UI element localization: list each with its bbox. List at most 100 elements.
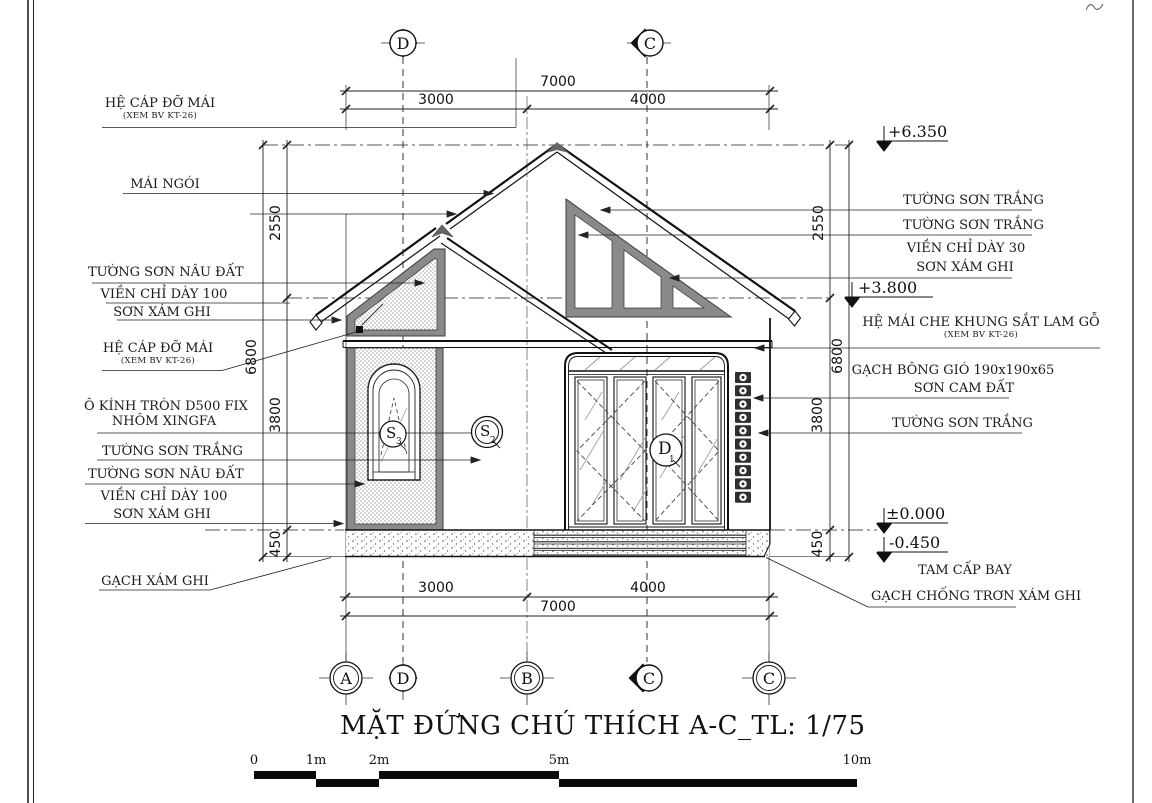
dim-right-s2: 3800 (810, 397, 826, 433)
dim-top-seg1: 3000 (418, 92, 454, 108)
label-text: GẠCH CHỐNG TRƠN XÁM GHI (871, 589, 1082, 604)
tag-circle-s3 (379, 420, 407, 448)
label-text: VIỀN CHỈ DÀY 100 (100, 489, 228, 504)
grid-bubble-c-dashed (628, 663, 663, 693)
label-floating-steps: TAM CẤP BAY (900, 563, 1030, 579)
scale-bar-segment (379, 771, 559, 779)
scale-tick-0: 0 (249, 753, 259, 768)
label-canopy-frame: HỆ MÁI CHE KHUNG SẮT LAM GỖ (XEM BV KT-2… (856, 315, 1106, 341)
label-white-wall-r2: TƯỜNG SƠN TRẮNG (903, 218, 1044, 234)
grid-letter-a: A (340, 669, 352, 688)
door-swing-symbols (576, 380, 720, 522)
tag-d1-sub: 1 (669, 455, 675, 465)
level-markers (843, 126, 948, 563)
label-text: SƠN XÁM GHI (113, 507, 211, 522)
label-text: HỆ MÁI CHE KHUNG SẮT LAM GỖ (862, 315, 1100, 330)
label-text: TƯỜNG SƠN NÂU ĐẤT (88, 265, 244, 280)
roof-right-slope (556, 143, 796, 312)
label-text: SƠN CAM ĐẤT (913, 381, 1015, 396)
dim-top-total: 7000 (540, 74, 576, 90)
dim-left-s3: 450 (268, 530, 284, 558)
tag-circle-d1 (649, 433, 683, 467)
level-eave: +3.800 (858, 278, 918, 297)
scale-bar-segment (316, 779, 379, 787)
grid-bubble-b (500, 652, 554, 705)
scale-tick-10m: 10m (842, 753, 872, 768)
grid-bubble-c (742, 652, 796, 705)
drawing-title: MẶT ĐỨNG CHÚ THÍCH A-C_TL: 1/75 (340, 711, 866, 741)
scale-tick-5m: 5m (548, 753, 570, 768)
dim-left-total: 6800 (244, 339, 260, 375)
grid-bubble-a (319, 652, 373, 705)
dim-bottom-total: 7000 (540, 599, 576, 615)
label-text: HỆ CÁP ĐỠ MÁI (104, 96, 216, 111)
label-text: TƯỜNG SƠN TRẮNG (102, 444, 243, 459)
label-orange-paint: SƠN CAM ĐẤT (899, 381, 1029, 397)
grid-letter-top-c: C (643, 34, 657, 53)
label-trim-100-2: VIỀN CHỈ DÀY 100 (98, 489, 230, 505)
tag-s2-letter: S (480, 422, 491, 440)
grid-bubbles (319, 28, 796, 705)
label-brown-wall-1: TƯỜNG SƠN NÂU ĐẤT (88, 265, 244, 281)
label-white-wall-r3: TƯỜNG SƠN TRẮNG (892, 416, 1033, 432)
label-antislip-tile: GẠCH CHỐNG TRƠN XÁM GHI (871, 589, 1081, 605)
dim-top-seg2: 4000 (630, 92, 666, 108)
secondary-ridge-cap (431, 224, 454, 238)
label-brown-wall-2: TƯỜNG SƠN NÂU ĐẤT (88, 467, 244, 483)
label-text: HỆ CÁP ĐỠ MÁI (102, 341, 214, 356)
label-text: GẠCH XÁM GHI (101, 574, 209, 589)
left-gable-wall (346, 248, 446, 337)
label-round-glass: Ô KÍNH TRÒN D500 FIX NHÔM XINGFA (84, 399, 248, 430)
scale-bar-segment (254, 771, 316, 779)
label-note: (XEM BV KT-26) (122, 110, 198, 121)
label-text: NHÔM XINGFA (111, 413, 217, 429)
label-tile-roof: MÁI NGÓI (120, 177, 210, 193)
tag-circles (379, 420, 683, 468)
dim-right-s3: 450 (810, 530, 826, 558)
label-gray-paint-r: SƠN XÁM GHI (900, 260, 1030, 276)
vent-block-column (735, 372, 751, 503)
tag-d1-letter: D (658, 439, 672, 459)
leader-lines (85, 127, 1100, 608)
dim-bottom-seg1: 3000 (418, 580, 454, 596)
scale-tick-1m: 1m (305, 753, 327, 768)
level-below: -0.450 (889, 533, 941, 552)
grid-letter-b: B (521, 669, 533, 688)
label-text: VIỀN CHỈ DÀY 30 (906, 241, 1026, 256)
glass-reflection-lines (579, 391, 719, 513)
tag-s3-sub: 3 (396, 437, 402, 447)
dim-bottom-seg2: 4000 (630, 580, 666, 596)
porch-roof-end-cap (309, 314, 323, 331)
label-trim-100-1: VIỀN CHỈ DÀY 100 (98, 287, 230, 303)
label-text: SƠN XÁM GHI (113, 305, 211, 320)
label-note: (XEM BV KT-26) (943, 329, 1019, 340)
ground-plinth (263, 529, 849, 558)
roof-left-slope (445, 143, 558, 225)
label-white-wall-left: TƯỜNG SƠN TRẮNG (102, 444, 243, 460)
entrance-door (564, 352, 729, 530)
dim-right-total: 6800 (830, 338, 846, 374)
level-construction-lines (205, 144, 877, 531)
label-text: TƯỜNG SƠN NÂU ĐẤT (88, 467, 244, 482)
porch-roof-slope (315, 227, 437, 316)
scale-tick-2m: 2m (368, 753, 390, 768)
label-text: TƯỜNG SƠN TRẮNG (892, 416, 1033, 431)
dim-left-s2: 3800 (268, 397, 284, 433)
grid-letter-c-dashed: C (642, 669, 656, 688)
canopy-beam (342, 340, 773, 349)
label-text: MÁI NGÓI (130, 177, 200, 192)
sheet-border (27, 0, 1134, 803)
grid-bubble-top-c (627, 28, 671, 58)
label-text: Ô KÍNH TRÒN D500 FIX (84, 399, 248, 414)
roof (309, 142, 802, 354)
grid-bubble-top-d (381, 28, 425, 58)
label-vent-block: GẠCH BÔNG GIÓ 190x190x65 (843, 363, 1063, 379)
grid-bubble-d (388, 662, 418, 700)
tag-s3-letter: S (386, 424, 397, 442)
level-ridge: +6.350 (888, 122, 948, 141)
label-gray-tile: GẠCH XÁM GHI (99, 574, 211, 590)
ridge-cap (546, 142, 569, 153)
label-text: GẠCH BÔNG GIÓ 190x190x65 (851, 363, 1055, 378)
